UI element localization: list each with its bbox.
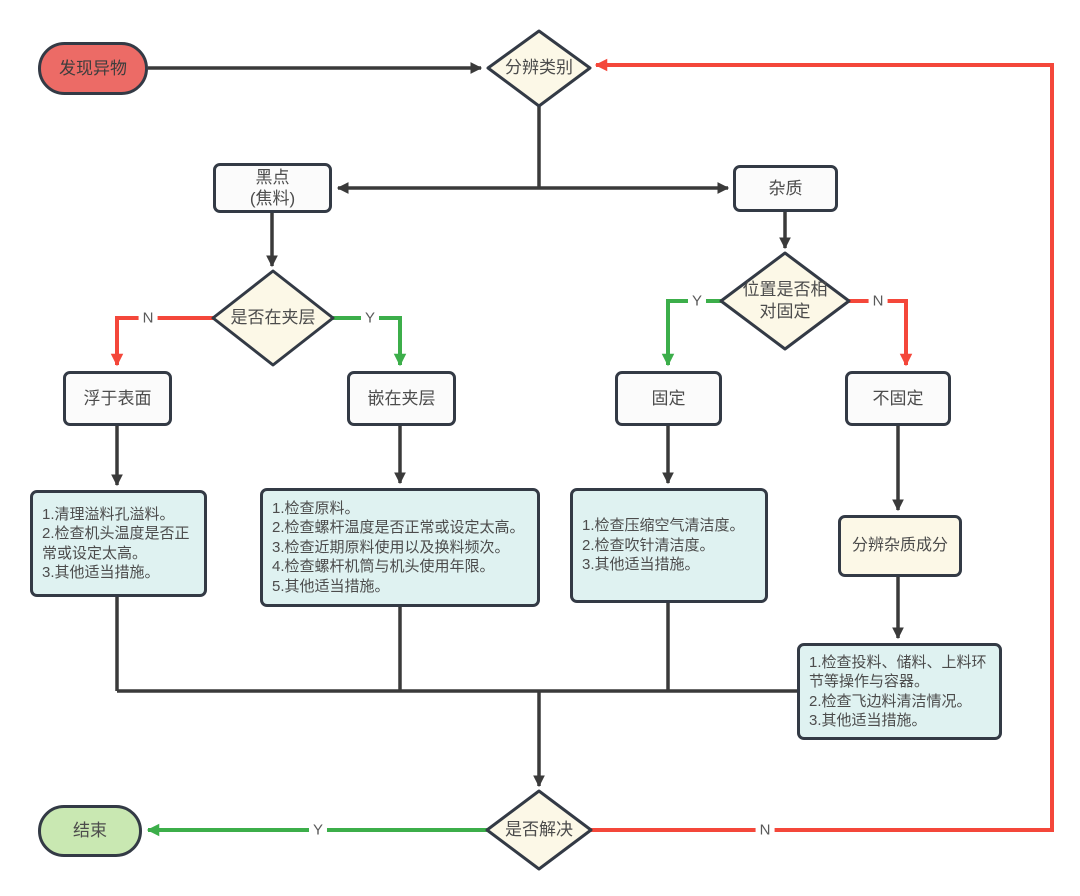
action-fixed-steps: 1.检查压缩空气清洁度。 2.检查吹针清洁度。 3.其他适当措施。 <box>570 488 768 603</box>
edge-label-fixed-yes: Y <box>687 291 707 311</box>
edge-solved-no-loop <box>590 58 1054 832</box>
process-not-fixed: 不固定 <box>845 371 951 426</box>
action-surface-steps: 1.清理溢料孔溢料。 2.检查机头温度是否正常或设定太高。 3.其他适当措施。 <box>30 490 207 597</box>
edge-interlayer-no <box>110 316 215 367</box>
start-node: 发现异物 <box>38 42 148 95</box>
edge-label-interlayer-yes: Y <box>360 308 380 328</box>
edge-label-interlayer-no: N <box>138 308 158 328</box>
edge-interlayer-yes <box>331 316 407 367</box>
process-fixed: 固定 <box>615 371 722 426</box>
edge-label-fixed-no: N <box>868 291 888 311</box>
action-not-fixed-steps: 1.检查投料、储料、上料环节等操作与容器。 2.检查飞边料清洁情况。 3.其他适… <box>797 643 1002 740</box>
decision-classify-type-shape <box>486 29 592 108</box>
decision-solved-shape <box>485 789 593 871</box>
process-classify-composition: 分辨杂质成分 <box>838 515 962 577</box>
decision-position-fixed-shape <box>719 251 851 351</box>
process-impurity: 杂质 <box>733 165 838 212</box>
action-embedded-steps: 1.检查原料。 2.检查螺杆温度是否正常或设定太高。 3.检查近期原料使用以及换… <box>260 488 540 607</box>
decision-in-interlayer-shape <box>211 269 335 367</box>
process-embedded: 嵌在夹层 <box>347 371 456 426</box>
edge-positionfixed-no <box>847 299 913 367</box>
process-black-spot: 黑点 (焦料) <box>213 163 332 213</box>
end-node: 结束 <box>38 805 142 857</box>
edge-label-solved-no: N <box>755 820 775 840</box>
edge-positionfixed-yes <box>661 299 723 367</box>
edge-label-solved-yes: Y <box>308 820 328 840</box>
process-surface: 浮于表面 <box>63 371 172 426</box>
